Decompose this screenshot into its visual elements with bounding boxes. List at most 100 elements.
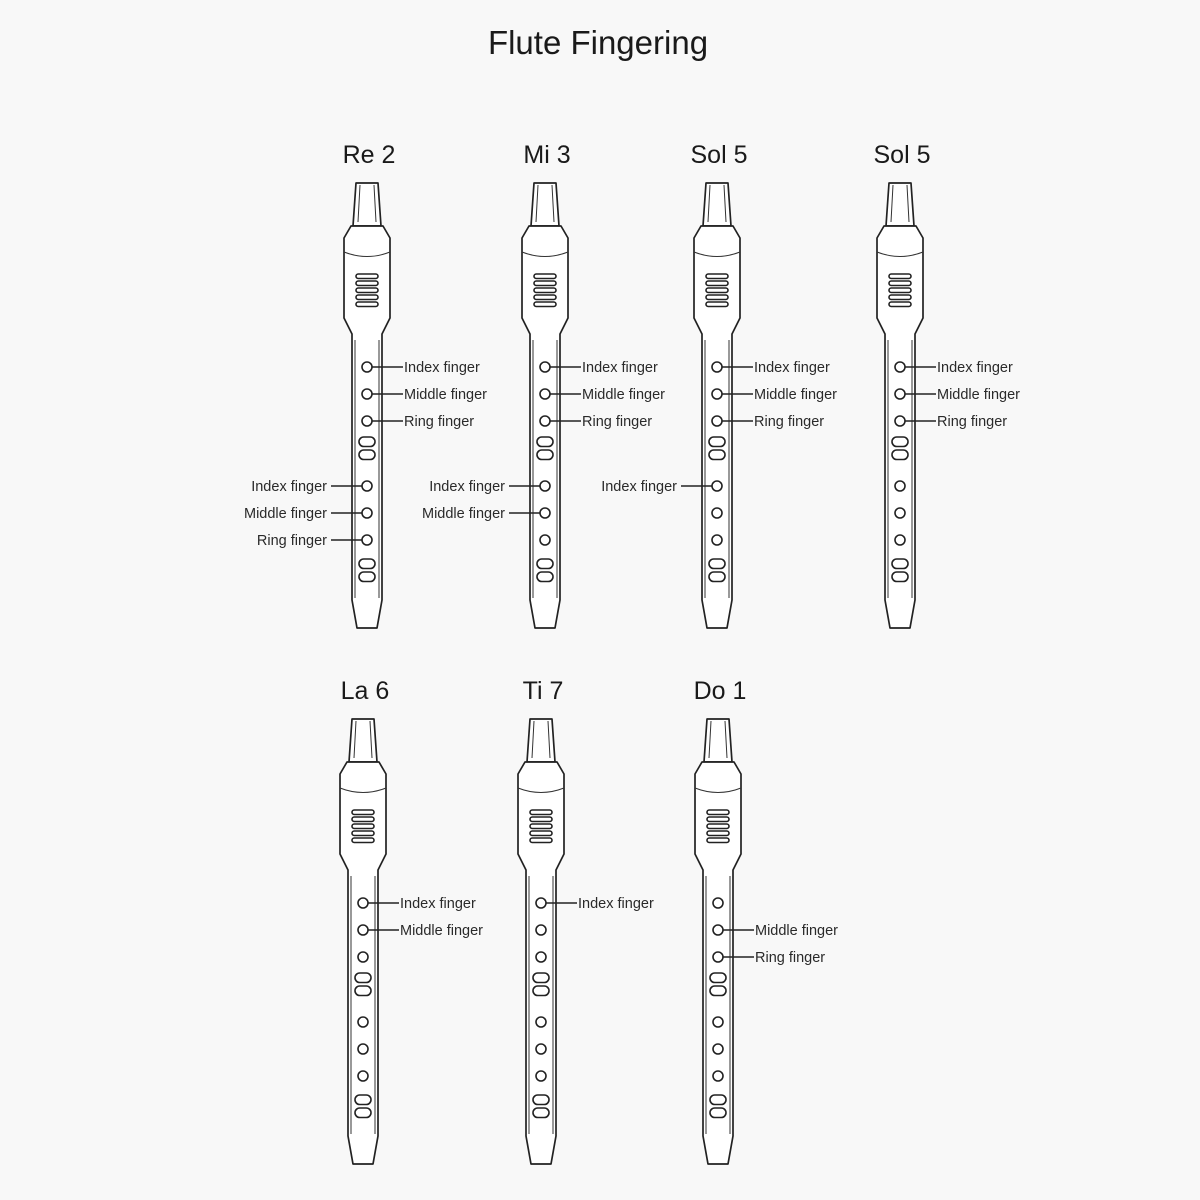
mouthpiece-detail <box>531 720 551 759</box>
finger-hole <box>894 507 906 519</box>
finger-label: Ring finger <box>582 414 652 430</box>
finger-hole <box>357 1070 369 1082</box>
double-hole <box>532 985 550 997</box>
finger-label: Middle finger <box>582 387 665 403</box>
finger-label: Index finger <box>251 479 327 495</box>
grille-slot <box>355 294 379 301</box>
double-hole <box>708 436 726 448</box>
grille-slot <box>705 287 729 294</box>
body-edge <box>350 876 376 1134</box>
finger-hole <box>712 1070 724 1082</box>
double-hole <box>708 571 726 583</box>
grille-slot <box>706 816 730 823</box>
finger-hole <box>711 415 723 427</box>
finger-hole <box>361 415 373 427</box>
head-seam <box>876 251 924 257</box>
head-seam <box>693 251 741 257</box>
finger-hole <box>711 388 723 400</box>
double-hole <box>532 972 550 984</box>
double-hole <box>354 972 372 984</box>
grille-slot <box>533 294 557 301</box>
body-edge <box>705 876 731 1134</box>
finger-hole <box>535 1043 547 1055</box>
finger-hole <box>361 534 373 546</box>
grille-slot <box>706 823 730 830</box>
body-edge <box>704 340 730 598</box>
finger-hole <box>712 924 724 936</box>
double-hole <box>536 449 554 461</box>
note-label: Ti 7 <box>523 677 564 705</box>
finger-hole <box>361 388 373 400</box>
note-label: Do 1 <box>694 677 747 705</box>
note-label: Mi 3 <box>523 141 570 169</box>
finger-hole <box>539 534 551 546</box>
grille-slot <box>706 809 730 816</box>
grille-slot <box>351 816 375 823</box>
grille-slot <box>888 280 912 287</box>
double-hole <box>708 558 726 570</box>
grille-slot <box>706 830 730 837</box>
grille-slot <box>355 301 379 308</box>
double-hole <box>709 1107 727 1119</box>
finger-label: Middle finger <box>422 506 505 522</box>
finger-label: Index finger <box>400 896 476 912</box>
finger-hole <box>539 480 551 492</box>
finger-hole <box>712 1016 724 1028</box>
double-hole <box>891 436 909 448</box>
finger-hole <box>361 507 373 519</box>
finger-hole <box>894 415 906 427</box>
double-hole <box>354 985 372 997</box>
finger-label: Ring finger <box>257 533 327 549</box>
finger-label: Index finger <box>404 360 480 376</box>
finger-label: Ring finger <box>755 950 825 966</box>
mouthpiece-detail <box>357 184 377 223</box>
note-label: Sol 5 <box>874 141 931 169</box>
grille-slot <box>529 823 553 830</box>
finger-hole <box>357 924 369 936</box>
body-edge <box>354 340 380 598</box>
finger-hole <box>894 534 906 546</box>
finger-hole <box>535 1016 547 1028</box>
body-edge <box>532 340 558 598</box>
body-edge <box>528 876 554 1134</box>
grille-slot <box>888 301 912 308</box>
finger-hole <box>357 897 369 909</box>
finger-hole <box>535 951 547 963</box>
double-hole <box>536 571 554 583</box>
mouthpiece <box>885 182 915 227</box>
mouthpiece-detail <box>890 184 910 223</box>
finger-label: Index finger <box>601 479 677 495</box>
finger-hole <box>712 1043 724 1055</box>
finger-hole <box>361 361 373 373</box>
finger-label: Ring finger <box>937 414 1007 430</box>
finger-label: Middle finger <box>754 387 837 403</box>
finger-hole <box>539 415 551 427</box>
finger-hole <box>711 480 723 492</box>
grille-slot <box>351 830 375 837</box>
finger-label: Index finger <box>578 896 654 912</box>
finger-label: Middle finger <box>755 923 838 939</box>
finger-hole <box>361 480 373 492</box>
grille-slot <box>888 287 912 294</box>
grille-slot <box>705 273 729 280</box>
mouthpiece <box>352 182 382 227</box>
double-hole <box>358 558 376 570</box>
finger-hole <box>712 951 724 963</box>
double-hole <box>532 1094 550 1106</box>
finger-hole <box>711 507 723 519</box>
head-seam <box>521 251 569 257</box>
grille-slot <box>533 301 557 308</box>
finger-hole <box>711 361 723 373</box>
grille-slot <box>351 809 375 816</box>
mouthpiece <box>530 182 560 227</box>
finger-label: Ring finger <box>754 414 824 430</box>
mouthpiece <box>526 718 556 763</box>
finger-hole <box>535 1070 547 1082</box>
finger-hole <box>535 897 547 909</box>
